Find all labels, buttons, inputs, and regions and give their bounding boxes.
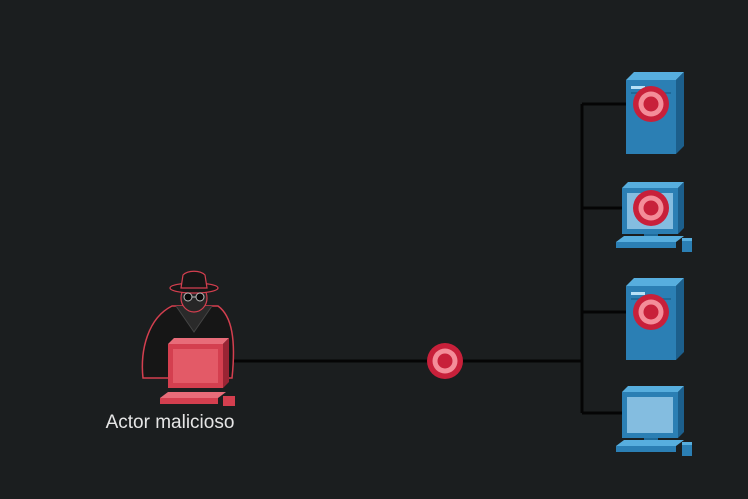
network-links [222, 102, 628, 415]
target-icon [633, 190, 669, 226]
actor-label: Actor malicioso [105, 412, 235, 433]
desktop-computer-icon [616, 182, 692, 252]
hacker-icon [141, 270, 235, 406]
desktop-computer-icon [616, 386, 692, 456]
attack-packet-target-icon [427, 343, 463, 379]
target-icon [633, 86, 669, 122]
target-icon [633, 294, 669, 330]
server-icon [626, 72, 684, 154]
server-icon [626, 278, 684, 360]
